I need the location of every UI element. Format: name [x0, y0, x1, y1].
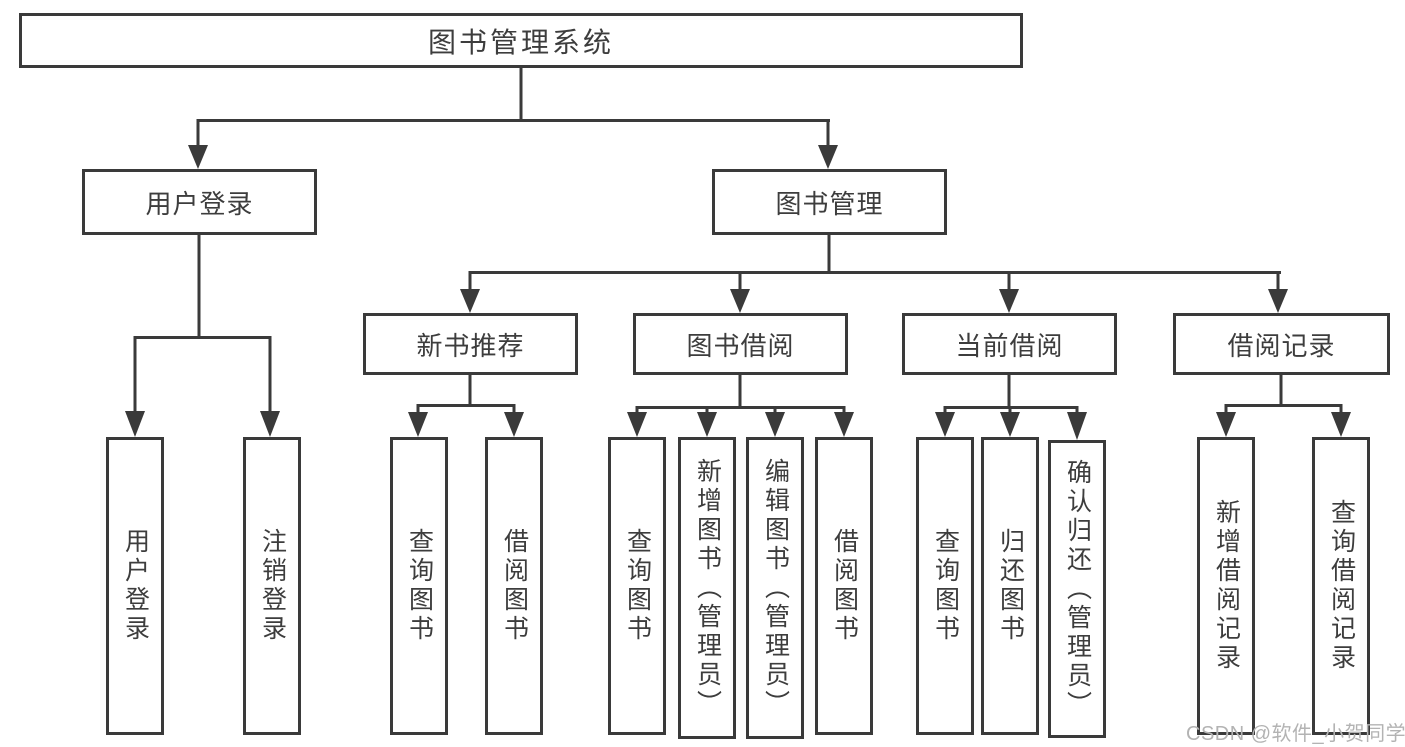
node-current-borrow: 当前借阅	[902, 313, 1117, 375]
node-label: 用户登录	[145, 188, 254, 219]
new-book-children-connector	[408, 375, 524, 437]
node-label: 查询图书	[405, 528, 434, 644]
node-label: 确认归还（管理员）	[1063, 458, 1092, 720]
node-leaf-query-borrow-record: 查询借阅记录	[1312, 437, 1370, 735]
node-leaf-return-books: 归还图书	[981, 437, 1039, 735]
book-mgmt-connector	[460, 235, 1288, 313]
node-label: 新书推荐	[416, 330, 525, 361]
node-label: 图书管理系统	[427, 26, 614, 58]
root-to-level2-connector	[188, 68, 838, 169]
node-leaf-query-books-3: 查询图书	[916, 437, 974, 735]
node-label: 图书管理	[775, 188, 884, 219]
node-user-login: 用户登录	[82, 169, 317, 235]
node-leaf-add-books-admin: 新增图书（管理员）	[678, 437, 736, 739]
book-borrow-children-connector	[627, 375, 854, 437]
node-label: 新增图书（管理员）	[693, 457, 722, 719]
node-leaf-add-borrow-record: 新增借阅记录	[1197, 437, 1255, 735]
node-leaf-borrow-books-1: 借阅图书	[485, 437, 543, 735]
csdn-watermark: CSDN @软件_小贺同学	[1186, 723, 1405, 745]
node-label: 编辑图书（管理员）	[761, 457, 790, 719]
node-label: 新增借阅记录	[1212, 499, 1241, 673]
node-label: 借阅记录	[1227, 330, 1336, 361]
node-label: 查询图书	[931, 528, 960, 644]
node-book-borrow: 图书借阅	[633, 313, 848, 375]
node-new-book-recommend: 新书推荐	[363, 313, 578, 375]
node-label: 当前借阅	[955, 330, 1064, 361]
node-leaf-user-login: 用户登录	[106, 437, 164, 735]
node-leaf-edit-books-admin: 编辑图书（管理员）	[746, 437, 804, 739]
node-label: 用户登录	[121, 528, 150, 644]
node-library-management-system: 图书管理系统	[19, 13, 1023, 68]
node-leaf-logout: 注销登录	[243, 437, 301, 735]
node-label: 归还图书	[996, 528, 1025, 644]
node-label: 图书借阅	[686, 330, 795, 361]
node-label: 查询图书	[623, 528, 652, 644]
node-label: 借阅图书	[830, 528, 859, 644]
current-borrow-children-connector	[935, 375, 1087, 440]
node-leaf-query-books-1: 查询图书	[390, 437, 448, 735]
borrow-records-children-connector	[1216, 375, 1351, 437]
node-leaf-confirm-return-admin: 确认归还（管理员）	[1048, 440, 1106, 738]
node-borrow-records: 借阅记录	[1173, 313, 1390, 375]
node-label: 查询借阅记录	[1327, 499, 1356, 673]
node-leaf-borrow-books-2: 借阅图书	[815, 437, 873, 735]
node-book-management: 图书管理	[712, 169, 947, 235]
node-label: 注销登录	[258, 528, 287, 644]
node-label: 借阅图书	[500, 528, 529, 644]
user-login-connector	[125, 235, 280, 437]
node-leaf-query-books-2: 查询图书	[608, 437, 666, 735]
